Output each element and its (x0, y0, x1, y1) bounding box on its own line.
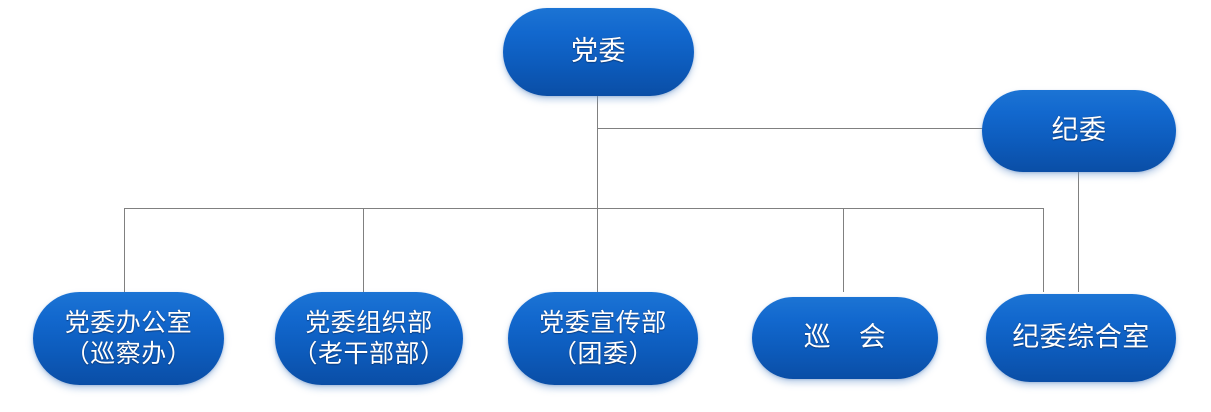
node-label: 党委办公室 （巡察办） (64, 308, 193, 368)
node-label: 党委组织部 （老干部部） (292, 308, 446, 368)
node-label: 纪委综合室 (1012, 321, 1150, 353)
node-labor-union[interactable]: 巡 会 (752, 297, 938, 379)
connector-stem-organization (363, 208, 364, 292)
node-discipline-commission[interactable]: 纪委 (982, 90, 1176, 172)
node-label: 巡 会 (803, 321, 887, 353)
node-party-office[interactable]: 党委办公室 （巡察办） (33, 292, 224, 385)
node-label: 纪委 (1051, 114, 1107, 146)
connector-stem-union (843, 208, 844, 292)
node-propaganda-department[interactable]: 党委宣传部 （团委） (508, 292, 698, 385)
connector-stem-bus-end (1043, 208, 1044, 292)
connector-bus (124, 208, 1044, 209)
node-party-committee[interactable]: 党委 (503, 8, 694, 96)
connector-root-stem (597, 96, 598, 292)
node-discipline-general-office[interactable]: 纪委综合室 (986, 294, 1176, 382)
connector-discipline-to-discipline-office (1078, 172, 1079, 292)
node-label: 党委宣传部 （团委） (539, 308, 667, 368)
node-label: 党委 (571, 35, 626, 67)
node-organization-department[interactable]: 党委组织部 （老干部部） (275, 292, 463, 385)
connector-root-to-discipline (597, 128, 983, 129)
connector-stem-office (124, 208, 125, 292)
